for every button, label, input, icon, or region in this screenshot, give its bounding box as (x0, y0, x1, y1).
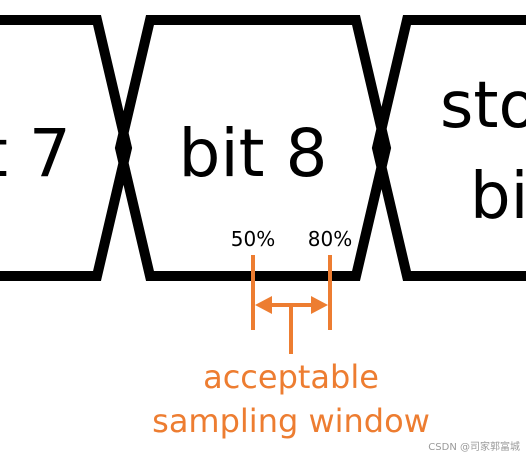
stop-bit-frame (371, 15, 526, 281)
window-caption-line2: sampling window (152, 402, 430, 440)
sampling-window-indicator (251, 255, 332, 354)
bit-7-label: t 7 (0, 115, 71, 192)
bit-8-label: bit 8 (178, 115, 327, 192)
bit-7-frame (0, 15, 133, 281)
marker-50-label: 50% (231, 227, 275, 251)
window-arrow-right (311, 296, 328, 314)
bit-frame-outlines (0, 15, 526, 281)
window-arrow-left (255, 296, 272, 314)
bit-8-frame (114, 15, 392, 281)
stop-bit-label-line1: sto (440, 69, 526, 143)
watermark: CSDN @司家郭富城 (428, 442, 520, 453)
window-caption-line1: acceptable (203, 358, 379, 396)
stop-bit-label-line2: bi (470, 160, 526, 234)
marker-80-label: 80% (308, 227, 352, 251)
